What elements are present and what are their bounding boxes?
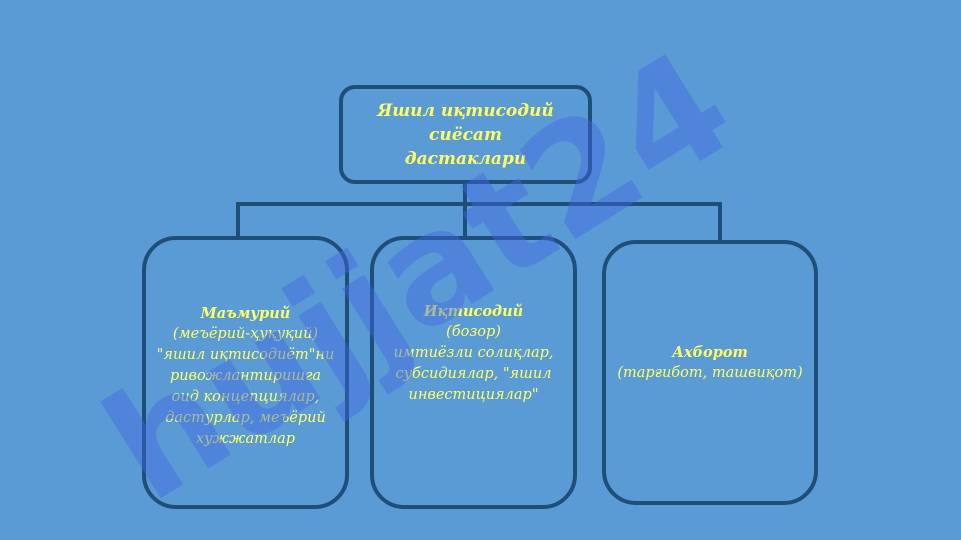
child-title: Ахборот <box>672 343 748 361</box>
child-line: хужжатлар <box>195 431 296 447</box>
child-node-economic: Иқтисодий (бозор) имтиёзли солиқлар, суб… <box>370 236 577 509</box>
child-title: Маъмурий <box>200 305 291 322</box>
child-node-administrative: Маъмурий (меъёрий-ҳуқуқий) "яшил иқтисод… <box>142 236 349 509</box>
child-node-information: Ахборот (тарғибот, ташвиқот) <box>602 240 818 505</box>
child-line: дастурлар, меъёрий <box>165 410 326 426</box>
child-line: (бозор) <box>446 324 501 340</box>
child-line: оид концепциялар, <box>171 389 320 405</box>
child-title: Иқтисодий <box>423 303 524 320</box>
root-line-2: дастаклари <box>404 148 527 169</box>
child-line: инвестициялар" <box>408 387 539 403</box>
child-line: субсидиялар, "яшил <box>395 366 552 382</box>
child-line: имтиёзли солиқлар, <box>393 345 554 361</box>
child-line: ривожлантиришга <box>169 368 322 384</box>
root-node: Яшил иқтисодий сиёсат дастаклари <box>339 85 592 184</box>
child-line: (тарғибот, ташвиқот) <box>617 364 803 381</box>
child-line: (меъёрий-ҳуқуқий) <box>172 326 319 342</box>
root-line-1: Яшил иқтисодий сиёсат <box>377 100 554 145</box>
child-line: "яшил иқтисодиёт"ни <box>156 347 335 363</box>
